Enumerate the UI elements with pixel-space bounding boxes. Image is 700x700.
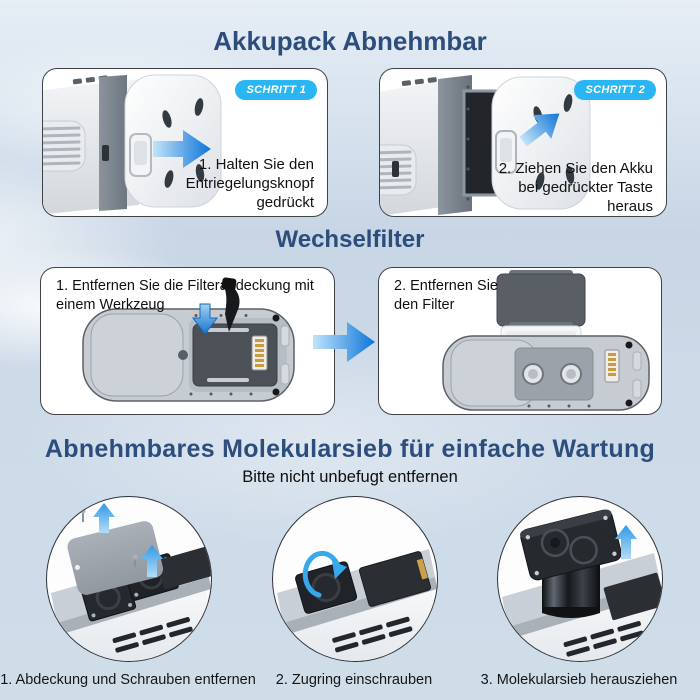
sieve-step1-figure: 1. Abdeckung und Schrauben entfernen bbox=[0, 496, 256, 688]
filter-removed-topview-illustration bbox=[442, 270, 650, 411]
arrow-up-icon bbox=[615, 525, 637, 559]
sieve-step3-figure: 3. Molekularsieb herausziehen bbox=[481, 496, 677, 688]
sieve-section-subtitle: Bitte nicht unbefugt entfernen bbox=[242, 468, 458, 486]
screw-icon bbox=[132, 554, 138, 567]
cover-removal-illustration bbox=[46, 496, 212, 662]
filter-step1-panel: 1. Entfernen Sie die Filterabdeckung mit… bbox=[40, 267, 335, 415]
battery-step1-panel: SCHRITT 1 bbox=[42, 68, 328, 217]
arrow-down-icon bbox=[192, 303, 218, 335]
release-button bbox=[129, 133, 152, 177]
device-body bbox=[380, 75, 498, 216]
battery-step2-instruction: 2. Ziehen Sie den Akku bei gedrückter Ta… bbox=[498, 160, 653, 216]
release-button bbox=[495, 130, 517, 174]
schritt-1-badge: SCHRITT 1 bbox=[235, 80, 317, 100]
sieve-step3-caption: 3. Molekularsieb herausziehen bbox=[480, 672, 678, 688]
sieve-pull-out-illustration bbox=[497, 496, 663, 662]
filter-step2-panel: 2. Entfernen Sie den Filter bbox=[378, 267, 662, 415]
device-topview bbox=[442, 335, 650, 411]
arrow-up-icon bbox=[93, 503, 115, 533]
battery-bay bbox=[603, 572, 662, 621]
device-topview bbox=[82, 308, 295, 402]
contact-pins bbox=[251, 335, 268, 371]
device-release-button-illustration bbox=[43, 74, 222, 215]
arrow-right-icon bbox=[153, 130, 211, 168]
contact-pins bbox=[604, 349, 620, 383]
sieve-step1-caption: 1. Abdeckung und Schrauben entfernen bbox=[0, 672, 256, 688]
battery-pack bbox=[491, 76, 591, 210]
arrow-up-right-icon bbox=[519, 113, 560, 147]
sieve-step2-caption: 2. Zugring einschrauben bbox=[275, 672, 433, 688]
screw-icon bbox=[80, 508, 86, 522]
battery-section-title: Akkupack Abnehmbar bbox=[213, 26, 487, 56]
molecular-sieve-cylinder bbox=[520, 509, 622, 618]
device-body bbox=[43, 74, 222, 215]
filter-step2-instruction: 2. Entfernen Sie den Filter bbox=[394, 278, 498, 313]
schritt-2-badge: SCHRITT 2 bbox=[574, 80, 656, 100]
arrow-up-icon bbox=[141, 545, 163, 577]
battery-step2-panel: SCHRITT 2 bbox=[379, 68, 667, 217]
pull-ring-screwing-illustration bbox=[272, 496, 438, 662]
sieve-module bbox=[295, 561, 358, 614]
rotate-arrow-icon bbox=[302, 550, 347, 598]
filter-section-title: Wechselfilter bbox=[275, 226, 425, 253]
battery-pulled-out-illustration bbox=[380, 75, 591, 216]
sieve-section-title: Abnehmbares Molekularsieb für einfache W… bbox=[44, 435, 656, 463]
battery-step1-instruction: 1. Halten Sie den Entriegelungsknopf ged… bbox=[185, 156, 314, 212]
sieve-step2-figure: 2. Zugring einschrauben bbox=[272, 496, 438, 688]
filter-step1-instruction: 1. Entfernen Sie die Filterabdeckung mit… bbox=[56, 278, 314, 313]
battery-bay bbox=[358, 551, 432, 607]
pry-tool-icon bbox=[221, 277, 240, 332]
filter-cover-topview-illustration bbox=[82, 277, 295, 402]
cover-plate bbox=[67, 521, 164, 595]
arrow-right-icon bbox=[313, 320, 377, 369]
